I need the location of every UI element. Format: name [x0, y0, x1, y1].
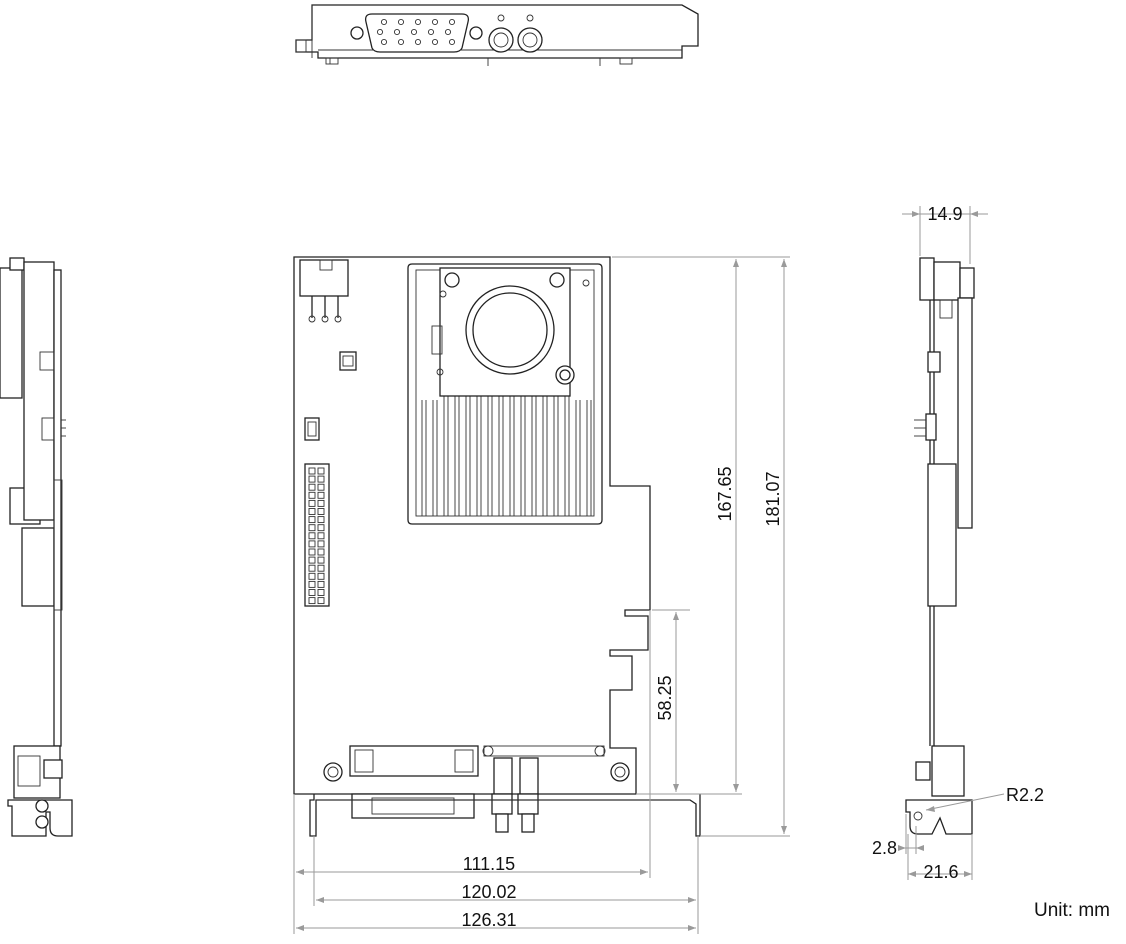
pcb-outline	[293, 256, 651, 795]
dsub-connector-top	[364, 13, 470, 53]
dim-side-depth: 21.6	[923, 862, 958, 882]
front-view-board	[293, 256, 701, 837]
dim-side-thickness: 14.9	[927, 204, 962, 224]
dim-height-overall: 181.07	[763, 471, 783, 526]
dimension-labels: 111.15 120.02 126.31 167.65 181.07 58.25…	[461, 204, 1110, 930]
dim-height-slot: 58.25	[655, 675, 675, 720]
dim-side-radius: R2.2	[1006, 785, 1044, 805]
dim-width-overall: 126.31	[461, 910, 516, 930]
right-side-view	[905, 257, 975, 835]
dsub-connector-front	[349, 745, 479, 777]
dimension-lines	[293, 206, 1005, 934]
dim-side-offset: 2.8	[872, 838, 897, 858]
heatsink	[407, 263, 603, 525]
fan	[439, 267, 571, 397]
dim-width-pcb: 111.15	[463, 854, 515, 874]
top-view-bracket	[295, 4, 699, 66]
dim-width-bracket: 120.02	[461, 882, 516, 902]
left-side-view	[0, 257, 73, 837]
dim-height-board: 167.65	[715, 466, 735, 521]
unit-label: Unit: mm	[1034, 900, 1110, 921]
